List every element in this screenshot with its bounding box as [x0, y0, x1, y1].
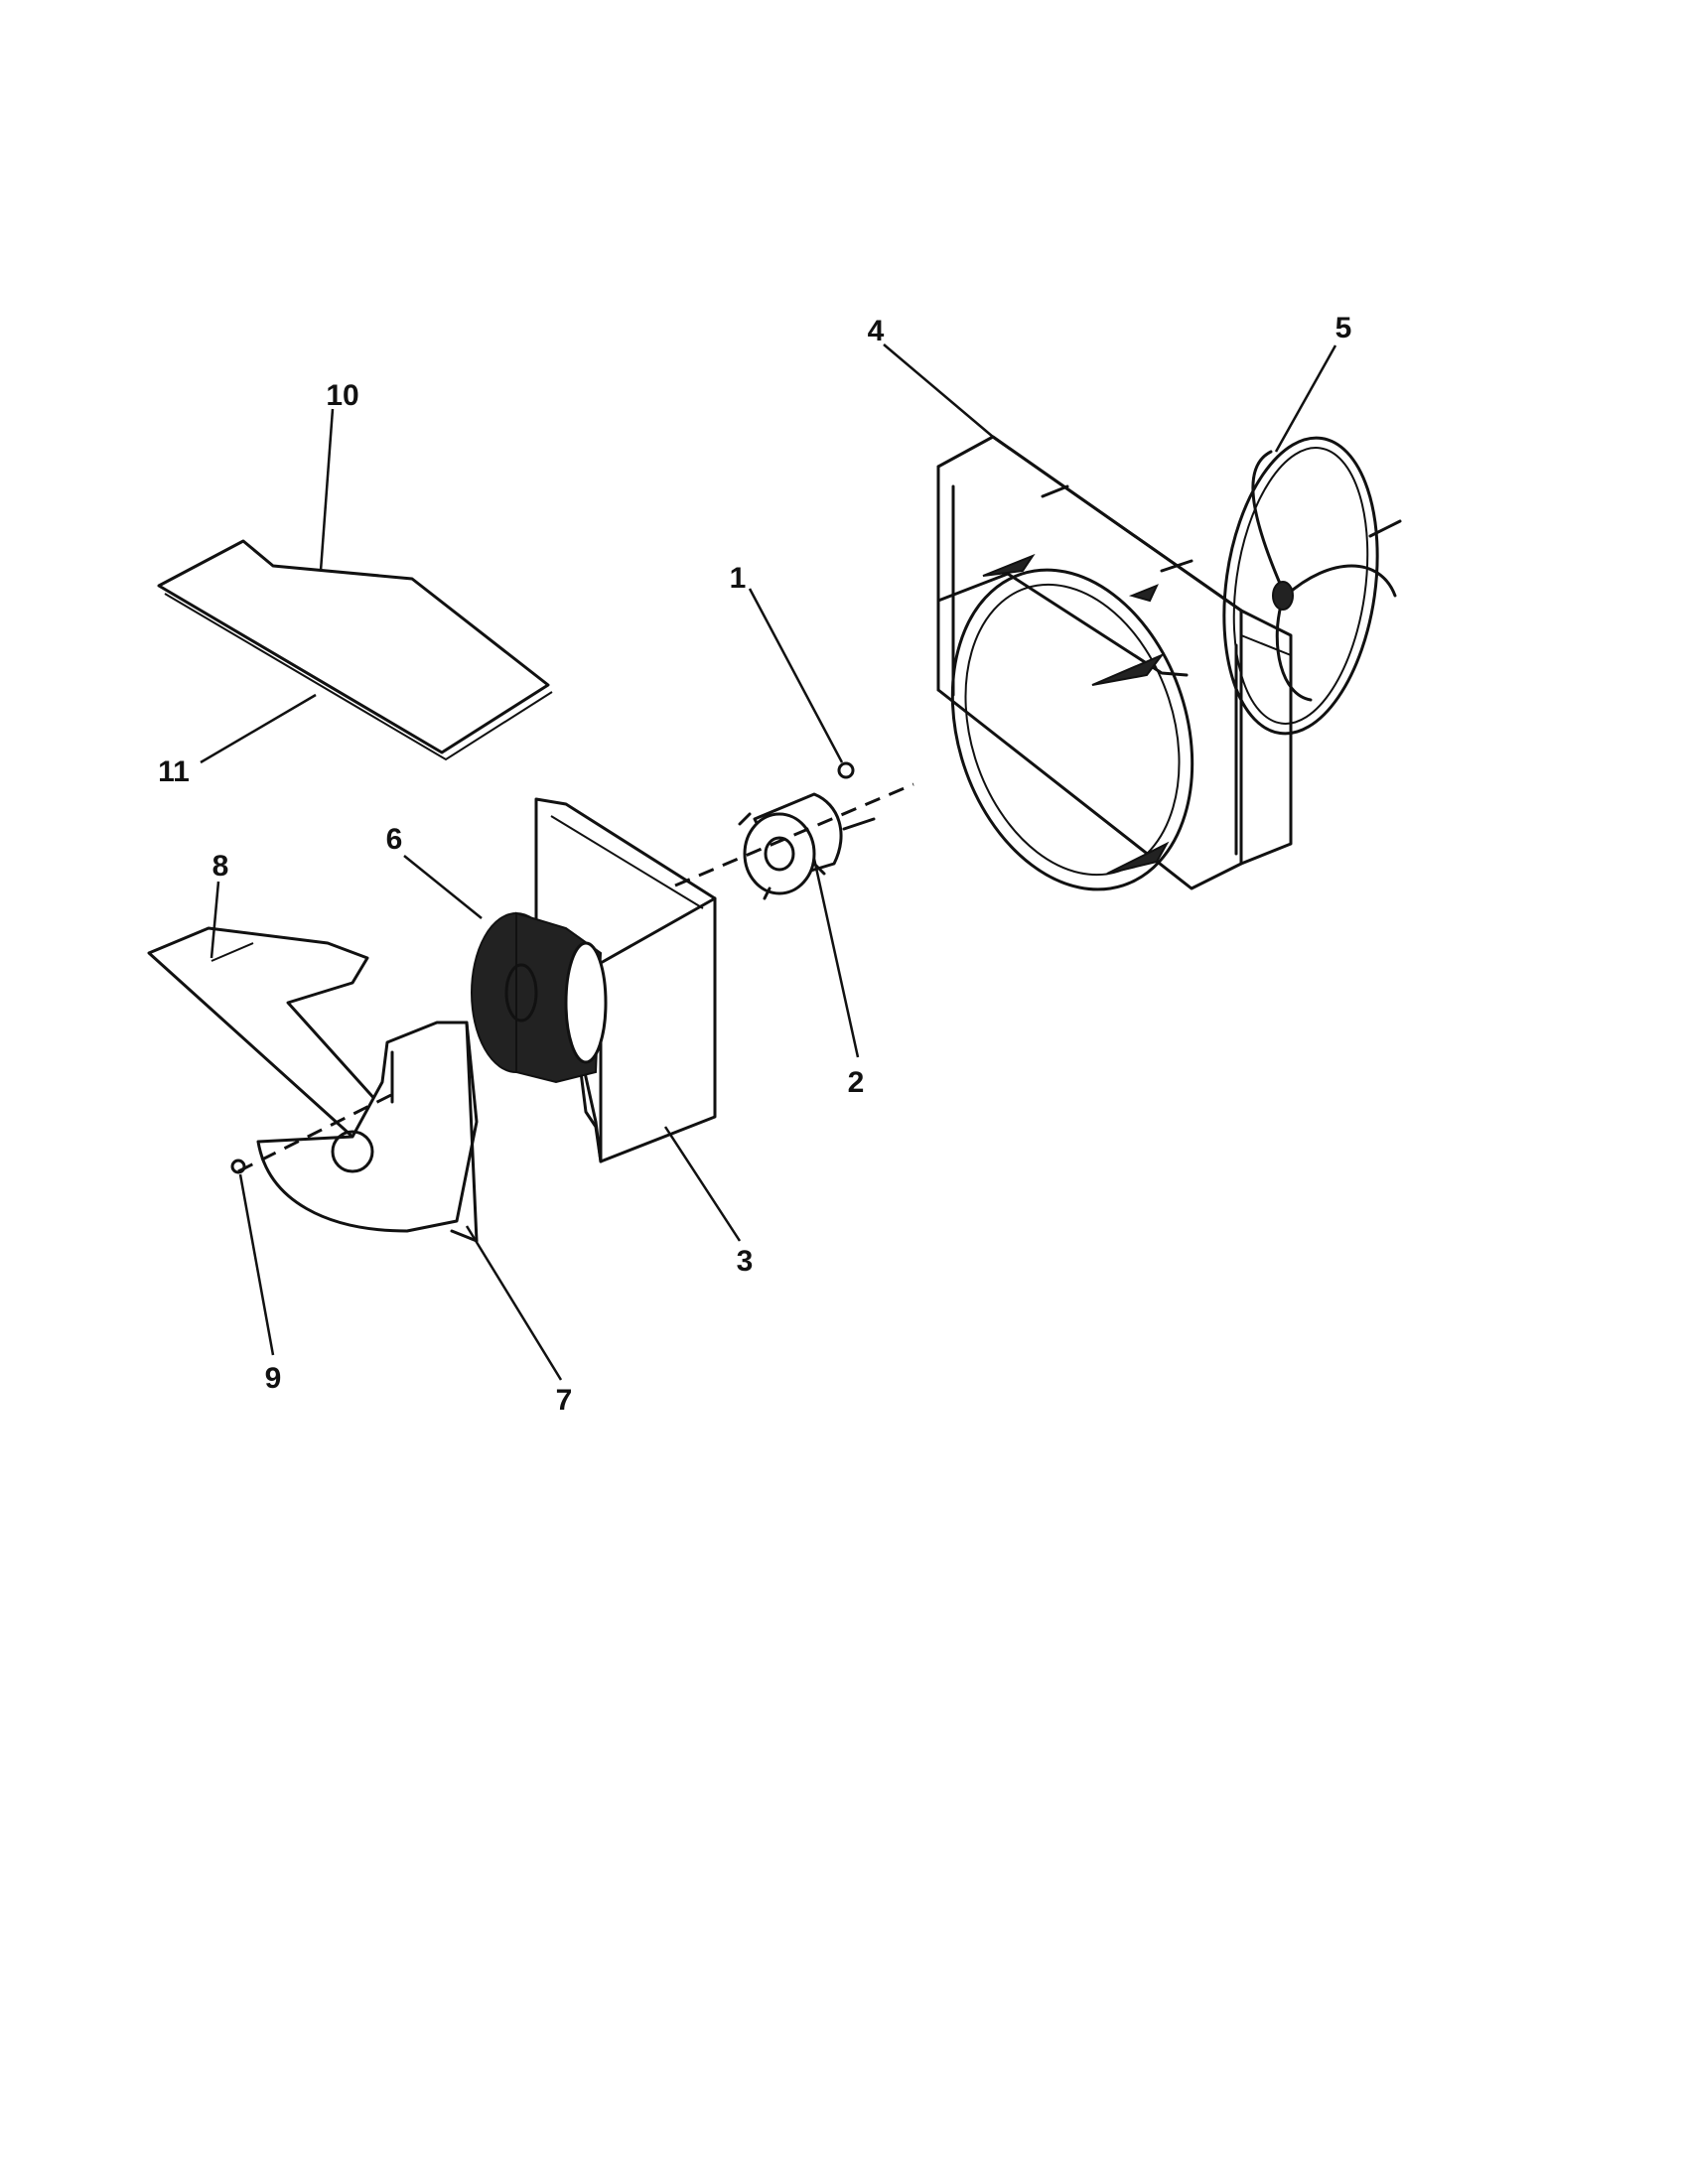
callout-1: 1 — [730, 562, 747, 595]
screw-part-1 — [837, 761, 855, 779]
panel-part-10-11 — [157, 539, 553, 761]
callout-8: 8 — [212, 850, 229, 883]
assembly-axis-lower — [237, 1090, 398, 1173]
callout-7: 7 — [556, 1384, 573, 1417]
callout-10: 10 — [326, 379, 358, 412]
condenser-shroud-part-4 — [936, 435, 1293, 891]
deflector-part-8 — [147, 926, 379, 1139]
callout-9: 9 — [265, 1362, 282, 1395]
callout-4: 4 — [868, 315, 885, 347]
callout-5: 5 — [1335, 312, 1352, 344]
callout-3: 3 — [737, 1245, 754, 1278]
screw-part-9 — [230, 1159, 246, 1174]
callout-6: 6 — [386, 823, 403, 856]
fan-blade-part-5 — [1222, 436, 1402, 736]
callout-11: 11 — [158, 755, 190, 788]
blower-wheel-part-6 — [471, 911, 608, 1084]
leader-lines — [200, 343, 1337, 1381]
blower-scroll-part-7 — [256, 1021, 479, 1243]
assembly-axis-upper — [674, 782, 914, 887]
callout-2: 2 — [848, 1066, 865, 1099]
